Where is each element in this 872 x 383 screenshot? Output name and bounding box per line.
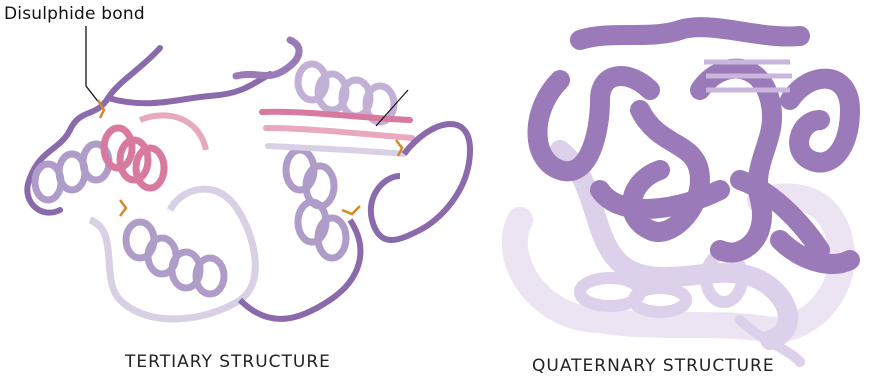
tertiary-structure-caption: TERTIARY STRUCTURE [125,352,331,372]
right-loop-ribbon [371,124,470,240]
backbone-ribbon-upper [236,40,299,76]
helix-lower-coils [126,222,224,294]
quaternary-structure-diagram [515,27,850,362]
helix-center-coils [286,150,346,258]
tertiary-structure-diagram [27,26,470,319]
helix-pink [104,128,164,188]
quaternary-structure-caption: QUATERNARY STRUCTURE [532,356,775,376]
disulphide-pointer-line [86,26,100,104]
beta-sheet-strands [262,112,412,154]
quat-dark-subunits [538,27,851,264]
